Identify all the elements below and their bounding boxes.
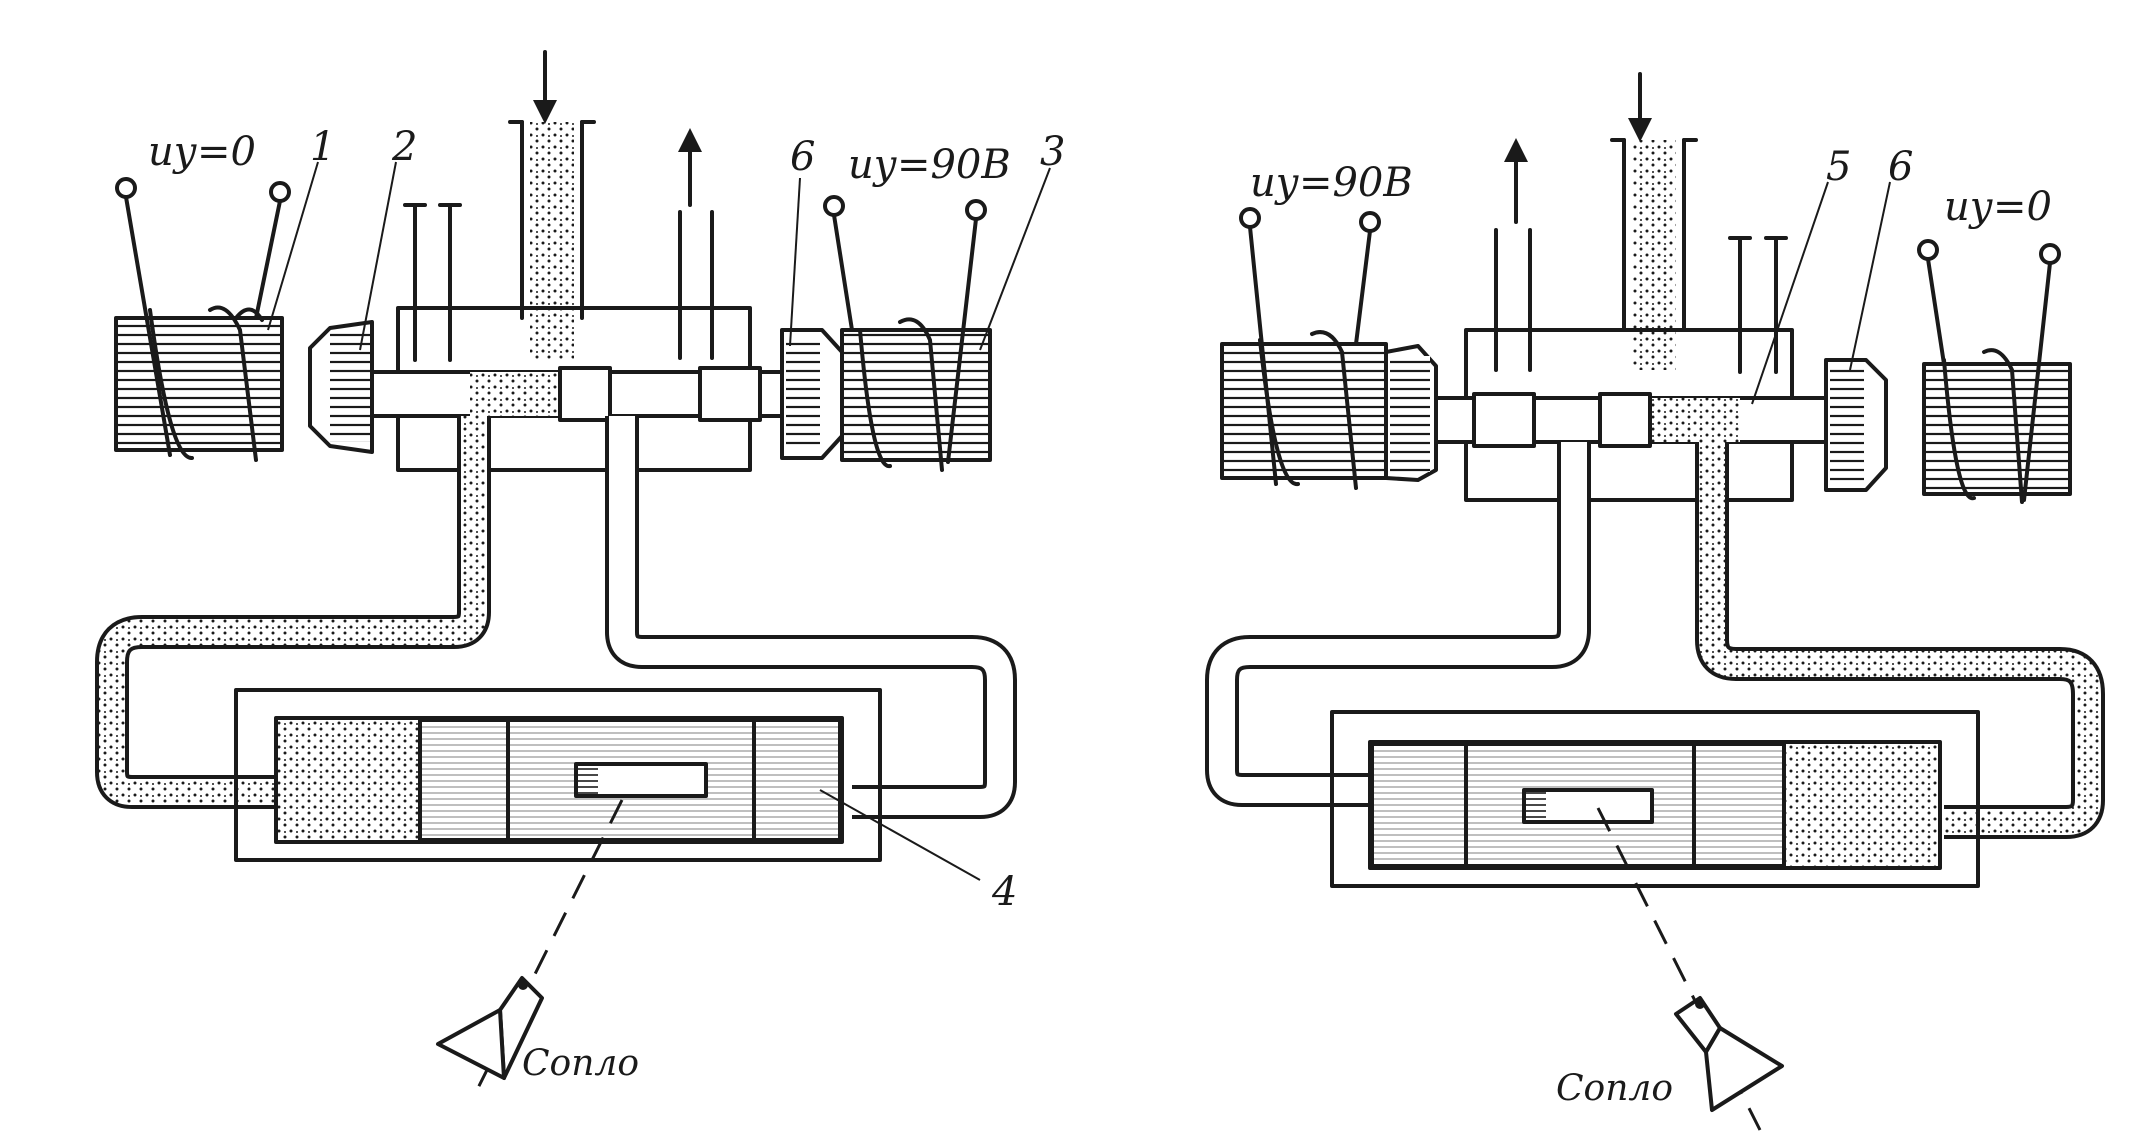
right-pressure-line [1695, 442, 2105, 839]
left-leader-lines [267, 161, 1051, 881]
right-panel: uу=90В 5 6 uу=0 Сопло [1205, 72, 2105, 1131]
left-nozzle-label: Сопло [522, 1043, 639, 1084]
left-coil-1 [114, 177, 291, 462]
left-label-2: 2 [391, 124, 417, 170]
right-spool [1434, 392, 1828, 448]
right-coil-right [1917, 239, 2072, 504]
right-cylinder-housing [1330, 710, 1980, 888]
left-coil-3 [823, 195, 992, 472]
left-axis-line [470, 799, 624, 1101]
right-voltage-right-label: uу=0 [1944, 184, 2052, 230]
right-exhaust-pipe [1494, 138, 1532, 372]
right-label-6: 6 [1888, 144, 1913, 190]
left-label-4: 4 [991, 869, 1017, 915]
left-aux-pipe [403, 203, 462, 362]
right-supply-pipe [1610, 72, 1698, 370]
right-nozzle [1674, 996, 1784, 1112]
left-nozzle [436, 976, 544, 1080]
right-coil-left [1220, 207, 1388, 490]
left-label-1: 1 [310, 124, 335, 170]
left-armature-2 [308, 320, 374, 454]
right-armature-left [1384, 344, 1438, 482]
left-label-6: 6 [790, 134, 815, 180]
right-cylinder-pressure-chamber [1784, 744, 1938, 866]
left-exhaust-pipe [678, 128, 714, 360]
left-label-3: 3 [1040, 129, 1065, 175]
right-aux-pipe [1728, 236, 1788, 374]
right-armature-6 [1824, 358, 1888, 492]
right-piston [1370, 742, 1786, 868]
left-pressure-line [95, 416, 491, 809]
left-panel: uу=0 1 2 6 uу=90В 3 4 Сопло [95, 50, 1065, 1101]
left-armature-6 [780, 328, 844, 460]
left-supply-pipe [508, 50, 596, 360]
right-voltage-left-label: uу=90В [1250, 160, 1413, 206]
left-voltage-right-label: uу=90В [848, 142, 1011, 188]
right-leader-lines [1751, 181, 1891, 405]
left-cylinder-housing [234, 688, 882, 862]
left-voltage-left-label: uу=0 [148, 129, 256, 175]
left-piston-4 [418, 718, 842, 842]
left-spool [370, 366, 784, 422]
left-return-line [605, 416, 1017, 819]
right-nozzle-label: Сопло [1556, 1068, 1673, 1109]
right-return-line [1205, 442, 1591, 807]
right-label-5: 5 [1826, 144, 1851, 190]
left-cylinder-pressure-chamber [278, 720, 420, 840]
